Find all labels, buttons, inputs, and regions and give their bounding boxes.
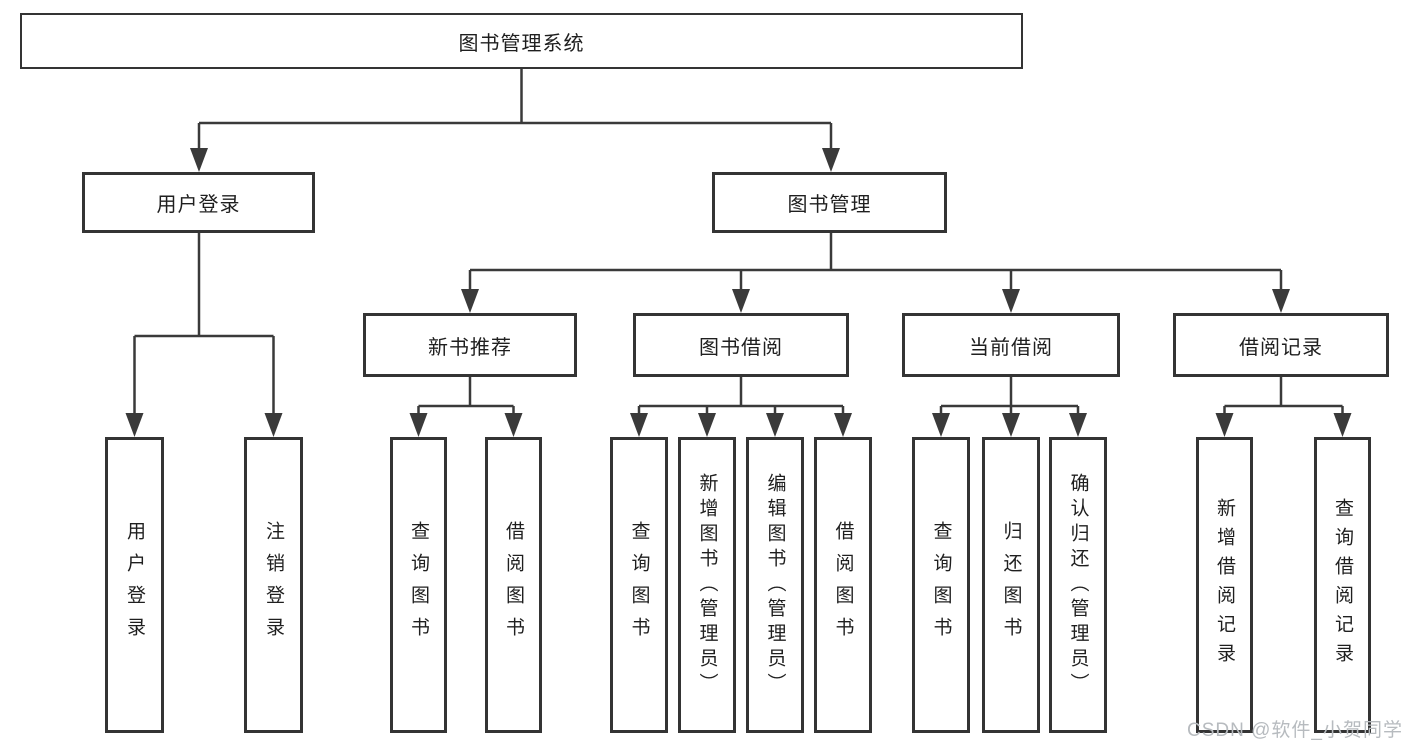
arrowhead xyxy=(264,413,283,437)
arrowhead xyxy=(834,413,852,437)
leaf-confirm-return-admin: 确认归还（管理员） xyxy=(1049,437,1107,733)
leaf-label: 查询图书 xyxy=(408,521,429,649)
node-borrow-records: 借阅记录 xyxy=(1173,313,1389,377)
node-label: 用户登录 xyxy=(156,194,241,216)
arrowhead xyxy=(630,413,648,437)
node-label: 图书管理 xyxy=(787,194,872,216)
leaf-borrow-books-recommend: 借阅图书 xyxy=(485,437,542,733)
arrowhead xyxy=(125,413,144,437)
node-label: 借阅记录 xyxy=(1239,336,1323,359)
arrowhead xyxy=(822,148,840,172)
arrowhead xyxy=(1002,413,1020,437)
connector-root xyxy=(197,69,833,150)
node-label: 图书借阅 xyxy=(699,336,783,359)
arrowhead xyxy=(1333,413,1352,437)
arrowhead xyxy=(698,413,716,437)
leaf-label: 借阅图书 xyxy=(503,521,524,649)
leaf-label: 查询图书 xyxy=(930,521,952,649)
connector-book-management xyxy=(468,233,1283,291)
leaf-user-login: 用户登录 xyxy=(105,437,164,733)
arrowhead xyxy=(766,413,784,437)
arrowhead xyxy=(190,148,208,172)
node-label: 当前借阅 xyxy=(969,336,1053,359)
leaf-label: 查询借阅记录 xyxy=(1332,498,1353,672)
arrowhead xyxy=(1069,413,1087,437)
leaf-edit-book-admin: 编辑图书（管理员） xyxy=(746,437,804,733)
leaf-label: 用户登录 xyxy=(124,521,145,649)
connector-borrow-records xyxy=(1223,377,1344,415)
leaf-add-borrow-record: 新增借阅记录 xyxy=(1196,437,1253,733)
arrowhead xyxy=(504,413,523,437)
leaf-label: 确认归还（管理员） xyxy=(1067,472,1089,698)
leaf-label: 新增图书（管理员） xyxy=(696,472,718,698)
leaf-add-book-admin: 新增图书（管理员） xyxy=(678,437,736,733)
leaf-query-borrow-record: 查询借阅记录 xyxy=(1314,437,1371,733)
node-label: 新书推荐 xyxy=(428,336,512,359)
arrowhead xyxy=(1215,413,1234,437)
connector-current-borrow xyxy=(939,377,1080,415)
leaf-label: 注销登录 xyxy=(263,521,284,649)
arrowhead xyxy=(1272,289,1290,313)
arrowhead xyxy=(932,413,950,437)
root-node-label: 图书管理系统 xyxy=(458,32,585,55)
root-node-library-system: 图书管理系统 xyxy=(20,13,1023,69)
arrowhead xyxy=(1002,289,1020,313)
connector-user-login xyxy=(133,233,275,415)
arrowhead xyxy=(409,413,428,437)
arrowhead xyxy=(732,289,750,313)
leaf-query-books-borrow: 查询图书 xyxy=(610,437,668,733)
arrowhead xyxy=(461,289,479,313)
leaf-label: 编辑图书（管理员） xyxy=(764,472,786,698)
watermark: CSDN @软件_小贺同学 xyxy=(1187,720,1403,741)
leaf-label: 新增借阅记录 xyxy=(1214,498,1235,672)
node-new-book-recommend: 新书推荐 xyxy=(363,313,577,377)
leaf-logout: 注销登录 xyxy=(244,437,303,733)
connector-new-book xyxy=(417,377,515,415)
node-book-management: 图书管理 xyxy=(712,172,947,233)
leaf-label: 借阅图书 xyxy=(832,521,854,649)
leaf-label: 归还图书 xyxy=(1000,521,1022,649)
leaf-query-books-recommend: 查询图书 xyxy=(390,437,447,733)
leaf-return-books: 归还图书 xyxy=(982,437,1040,733)
connector-book-borrow xyxy=(637,377,845,415)
node-current-borrow: 当前借阅 xyxy=(902,313,1120,377)
leaf-query-books-current: 查询图书 xyxy=(912,437,970,733)
leaf-label: 查询图书 xyxy=(628,521,650,649)
leaf-borrow-books: 借阅图书 xyxy=(814,437,872,733)
node-user-login: 用户登录 xyxy=(82,172,315,233)
node-book-borrow: 图书借阅 xyxy=(633,313,849,377)
